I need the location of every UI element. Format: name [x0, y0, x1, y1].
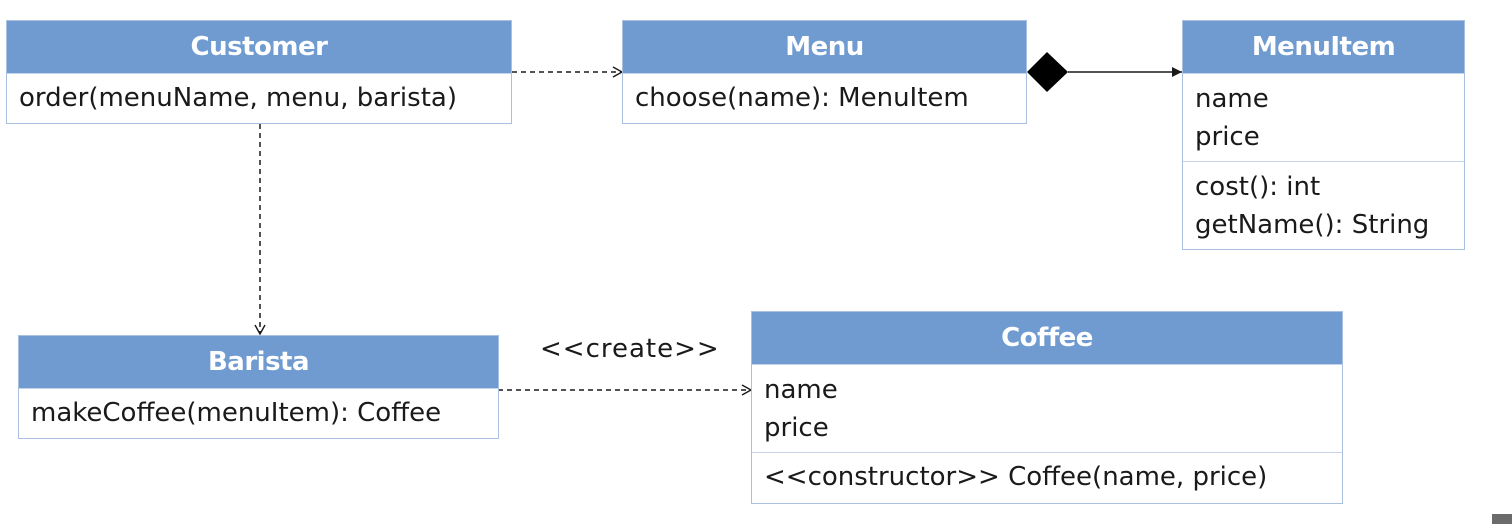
class-barista-methods: makeCoffee(menuItem): Coffee — [19, 388, 498, 438]
class-menu-name: Menu — [623, 21, 1026, 73]
class-menuitem-attributes: name price — [1183, 73, 1464, 161]
method: <<constructor>> Coffee(name, price) — [764, 462, 1268, 492]
attribute: price — [764, 413, 829, 443]
method: getName(): String — [1195, 210, 1430, 240]
class-coffee[interactable]: Coffee name price <<constructor>> Coffee… — [751, 311, 1343, 504]
class-menuitem[interactable]: MenuItem name price cost(): int getName(… — [1182, 20, 1465, 250]
class-barista-name: Barista — [19, 336, 498, 388]
attribute: name — [1195, 84, 1269, 114]
method: order(menuName, menu, barista) — [19, 83, 457, 113]
class-coffee-methods: <<constructor>> Coffee(name, price) — [752, 452, 1342, 503]
class-customer[interactable]: Customer order(menuName, menu, barista) — [6, 20, 512, 124]
composition-diamond — [1027, 52, 1068, 92]
class-menu[interactable]: Menu choose(name): MenuItem — [622, 20, 1027, 124]
class-customer-methods: order(menuName, menu, barista) — [7, 73, 511, 123]
method: choose(name): MenuItem — [635, 83, 969, 113]
class-coffee-name: Coffee — [752, 312, 1342, 364]
create-stereotype-label: <<create>> — [540, 334, 720, 364]
class-menuitem-methods: cost(): int getName(): String — [1183, 161, 1464, 249]
class-menuitem-name: MenuItem — [1183, 21, 1464, 73]
attribute: price — [1195, 122, 1260, 152]
class-barista[interactable]: Barista makeCoffee(menuItem): Coffee — [18, 335, 499, 439]
class-menu-methods: choose(name): MenuItem — [623, 73, 1026, 123]
class-customer-name: Customer — [7, 21, 511, 73]
method: makeCoffee(menuItem): Coffee — [31, 398, 442, 428]
class-coffee-attributes: name price — [752, 364, 1342, 452]
attribute: name — [764, 375, 838, 405]
corner-tab — [1492, 514, 1512, 524]
method: cost(): int — [1195, 172, 1321, 202]
